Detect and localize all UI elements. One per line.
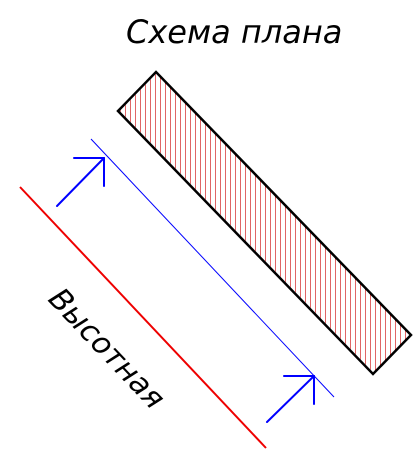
hatched-wall — [116, 70, 413, 376]
dimension-line — [90, 138, 335, 398]
view-arrow-lower — [266, 375, 315, 423]
facade-label: Высотная — [41, 281, 171, 416]
facade-axis-line — [19, 186, 267, 449]
diagram-title: Схема плана — [126, 13, 342, 51]
view-arrow-upper — [56, 157, 105, 207]
